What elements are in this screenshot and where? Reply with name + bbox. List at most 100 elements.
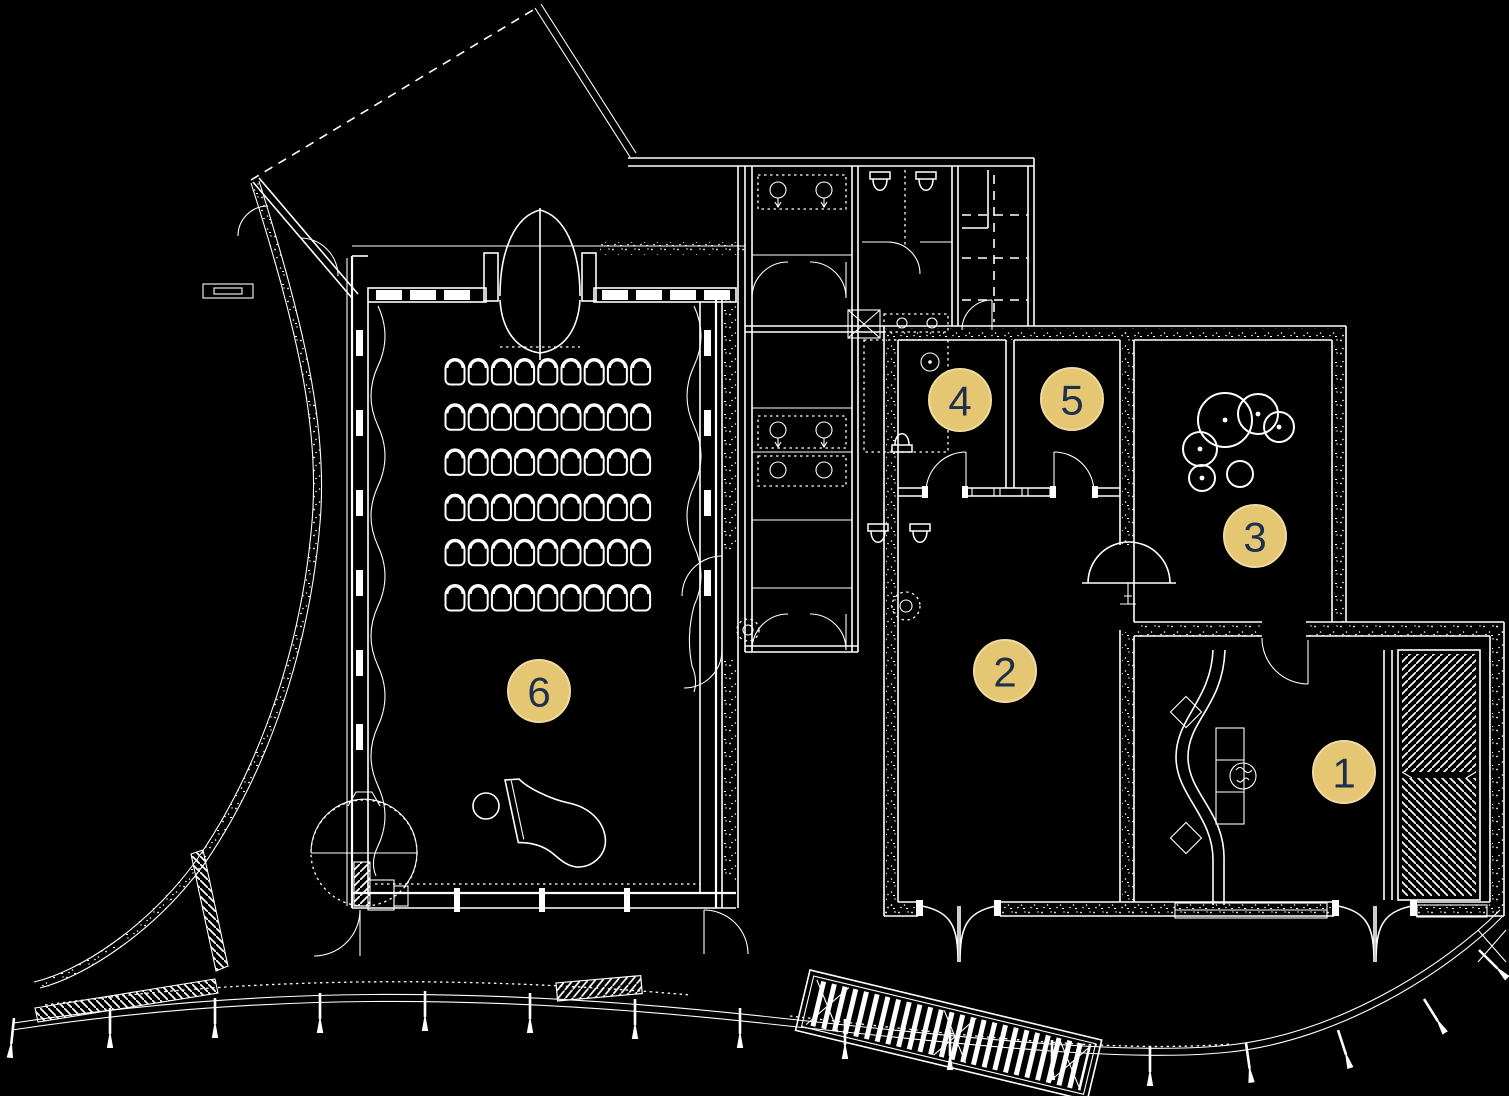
chair bbox=[444, 403, 466, 431]
chair bbox=[490, 538, 512, 567]
corridor bbox=[681, 166, 760, 908]
site-fence bbox=[5, 909, 1509, 1088]
chair bbox=[583, 538, 605, 567]
chair bbox=[490, 358, 512, 386]
site-ramp bbox=[34, 849, 229, 1023]
marker-number: 4 bbox=[948, 378, 971, 425]
room1-door bbox=[1261, 637, 1309, 685]
grand-piano bbox=[472, 778, 607, 868]
room1-hatch-strip bbox=[1383, 649, 1481, 901]
chair bbox=[583, 358, 605, 386]
chair bbox=[490, 493, 512, 522]
marker-circle[interactable] bbox=[1040, 367, 1104, 431]
chair bbox=[583, 493, 605, 522]
chair bbox=[467, 493, 489, 522]
chair bbox=[560, 584, 582, 612]
chair bbox=[490, 584, 512, 612]
chair bbox=[560, 403, 582, 431]
chair bbox=[467, 584, 489, 612]
chair bbox=[630, 403, 652, 431]
round-table bbox=[1237, 393, 1279, 435]
chair bbox=[606, 493, 628, 522]
chair bbox=[444, 584, 466, 612]
person-at-desk bbox=[1229, 762, 1257, 790]
chair bbox=[537, 358, 559, 386]
chair bbox=[514, 358, 536, 386]
chair bbox=[583, 403, 605, 431]
room-marker-4[interactable]: 4 bbox=[928, 368, 992, 432]
chair bbox=[630, 538, 652, 567]
marker-circle[interactable] bbox=[973, 639, 1037, 703]
chair bbox=[537, 403, 559, 431]
chair bbox=[514, 448, 536, 476]
marker-number: 3 bbox=[1243, 514, 1266, 561]
chair bbox=[606, 403, 628, 431]
table-center-dot bbox=[1276, 424, 1282, 430]
chair bbox=[444, 538, 466, 567]
marker-circle[interactable] bbox=[928, 368, 992, 432]
chair bbox=[606, 358, 628, 386]
room-marker-1[interactable]: 1 bbox=[1312, 740, 1376, 804]
chair bbox=[467, 538, 489, 567]
room-marker-6[interactable]: 6 bbox=[507, 659, 571, 723]
round-table bbox=[1263, 411, 1295, 443]
table-center-dot bbox=[1255, 411, 1261, 417]
chair bbox=[537, 493, 559, 522]
table-center-dot bbox=[1199, 475, 1205, 481]
east-wing bbox=[883, 325, 1507, 963]
marker-circle[interactable] bbox=[1223, 504, 1287, 568]
chair bbox=[537, 448, 559, 476]
turntable-stair bbox=[310, 791, 418, 907]
chair bbox=[514, 584, 536, 612]
marker-number: 2 bbox=[993, 649, 1016, 696]
room-3-seating bbox=[1182, 392, 1295, 492]
room2-entrance-door bbox=[916, 900, 1001, 963]
room1-desk bbox=[1169, 649, 1257, 905]
chair bbox=[560, 493, 582, 522]
site-boundary bbox=[33, 3, 637, 990]
marker-number: 5 bbox=[1060, 377, 1083, 424]
storage-room bbox=[961, 170, 1028, 331]
auditorium-chairs bbox=[444, 358, 652, 612]
marker-circle[interactable] bbox=[507, 659, 571, 723]
round-table bbox=[1197, 392, 1253, 448]
pergola bbox=[794, 969, 1103, 1096]
hall-room-6 bbox=[310, 208, 749, 957]
chair bbox=[630, 448, 652, 476]
room-marker-2[interactable]: 2 bbox=[973, 639, 1037, 703]
chair bbox=[583, 584, 605, 612]
north-entrance-doors bbox=[483, 208, 597, 360]
chair bbox=[583, 448, 605, 476]
chair bbox=[490, 448, 512, 476]
marker-circle[interactable] bbox=[1312, 740, 1376, 804]
chair bbox=[467, 358, 489, 386]
room-marker-5[interactable]: 5 bbox=[1040, 367, 1104, 431]
chair bbox=[467, 403, 489, 431]
room1-entrance-door bbox=[1332, 900, 1417, 963]
chair bbox=[630, 358, 652, 386]
chair bbox=[560, 538, 582, 567]
chair bbox=[606, 584, 628, 612]
chair bbox=[537, 584, 559, 612]
chair bbox=[514, 493, 536, 522]
chair bbox=[560, 448, 582, 476]
chair bbox=[560, 358, 582, 386]
chair bbox=[444, 358, 466, 386]
room-marker-3[interactable]: 3 bbox=[1223, 504, 1287, 568]
piano-stool bbox=[472, 792, 500, 820]
room5-door bbox=[1053, 451, 1095, 493]
room4-door bbox=[925, 451, 967, 493]
wc-stalls bbox=[847, 170, 952, 339]
chair bbox=[490, 403, 512, 431]
dome-element bbox=[1082, 541, 1176, 605]
table-center-dot bbox=[1222, 417, 1228, 423]
round-table bbox=[1226, 460, 1254, 488]
chair bbox=[630, 584, 652, 612]
chair bbox=[514, 403, 536, 431]
room-markers: 1 2 3 4 5 6 bbox=[507, 367, 1376, 804]
chair bbox=[537, 538, 559, 567]
marker-number: 1 bbox=[1332, 750, 1355, 797]
chair bbox=[606, 538, 628, 567]
